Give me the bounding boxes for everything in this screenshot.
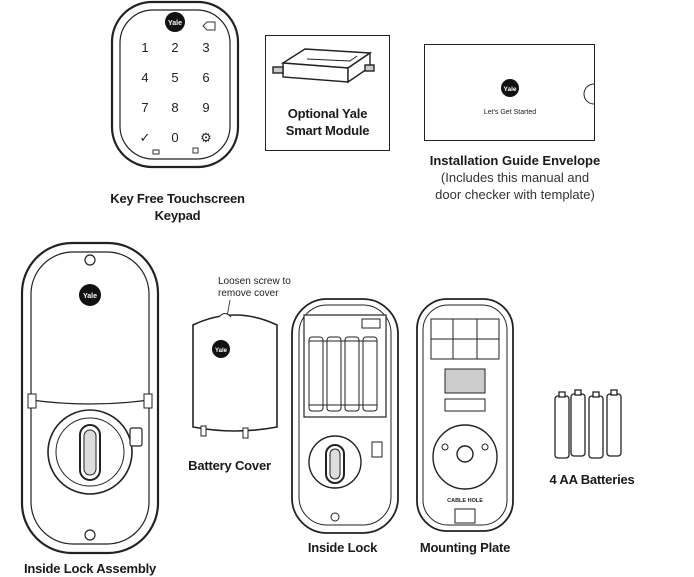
cable-hole-label: CABLE HOLE	[447, 498, 483, 504]
yale-logo	[212, 340, 230, 358]
installation-envelope: Yale Let's Get Started	[424, 44, 595, 141]
yale-logo	[79, 284, 101, 306]
battery-cover-illustration: Yale	[192, 299, 278, 439]
yale-logo	[501, 79, 519, 97]
svg-text:Yale: Yale	[83, 293, 97, 300]
keypad-key: 2	[171, 40, 178, 55]
keypad-illustration: Yale 1 2 3 4 5 6 7 8 9 ✓ 0 ⚙	[110, 0, 240, 169]
keypad-caption-line2: Keypad	[154, 208, 201, 223]
battery-cover-note-line1: Loosen screw to	[218, 276, 291, 287]
keypad-key: 4	[141, 70, 148, 85]
keypad-key: 7	[141, 100, 148, 115]
smart-module-icon	[272, 48, 375, 84]
batteries-illustration	[554, 389, 622, 459]
keypad-key: 6	[202, 70, 209, 85]
envelope-caption-title: Installation Guide Envelope	[429, 153, 601, 168]
inside-lock-illustration	[291, 298, 399, 534]
svg-text:Yale: Yale	[215, 348, 228, 354]
logo-text: Yale	[168, 20, 182, 27]
mounting-plate-illustration: CABLE HOLE	[416, 298, 514, 532]
keypad-key: 0	[171, 130, 178, 145]
svg-text:Yale: Yale	[503, 86, 516, 93]
inside-lock-caption: Inside Lock	[307, 540, 378, 555]
keypad-key: ⚙	[200, 130, 212, 145]
batteries-caption: 4 AA Batteries	[549, 472, 635, 487]
yale-logo	[165, 12, 185, 32]
keypad-caption-line1: Key Free Touchscreen	[110, 191, 245, 206]
keypad-key: 5	[171, 70, 178, 85]
keypad-key: 9	[202, 100, 209, 115]
inside-lock-assembly-illustration: Yale	[20, 241, 160, 555]
keypad-key: 1	[141, 40, 148, 55]
battery-cover-caption: Battery Cover	[188, 458, 271, 473]
envelope-caption-line3: door checker with template)	[435, 187, 595, 202]
battery-cover-note-line2: remove cover	[218, 288, 279, 299]
smart-module-caption-line1: Optional Yale	[287, 106, 368, 121]
keypad-key: 3	[202, 40, 209, 55]
envelope-caption-line2: (Includes this manual and	[440, 170, 590, 185]
keypad-keys: 1 2 3 4 5 6 7 8 9 ✓ 0 ⚙	[140, 40, 212, 145]
envelope-text: Let's Get Started	[484, 109, 536, 116]
smart-module-caption-line2: Smart Module	[285, 123, 370, 138]
smart-module-box	[265, 35, 390, 151]
keypad-key: 8	[171, 100, 178, 115]
mounting-plate-caption: Mounting Plate	[419, 540, 511, 555]
keypad-key: ✓	[140, 130, 151, 145]
inside-lock-assembly-caption: Inside Lock Assembly	[23, 561, 157, 576]
